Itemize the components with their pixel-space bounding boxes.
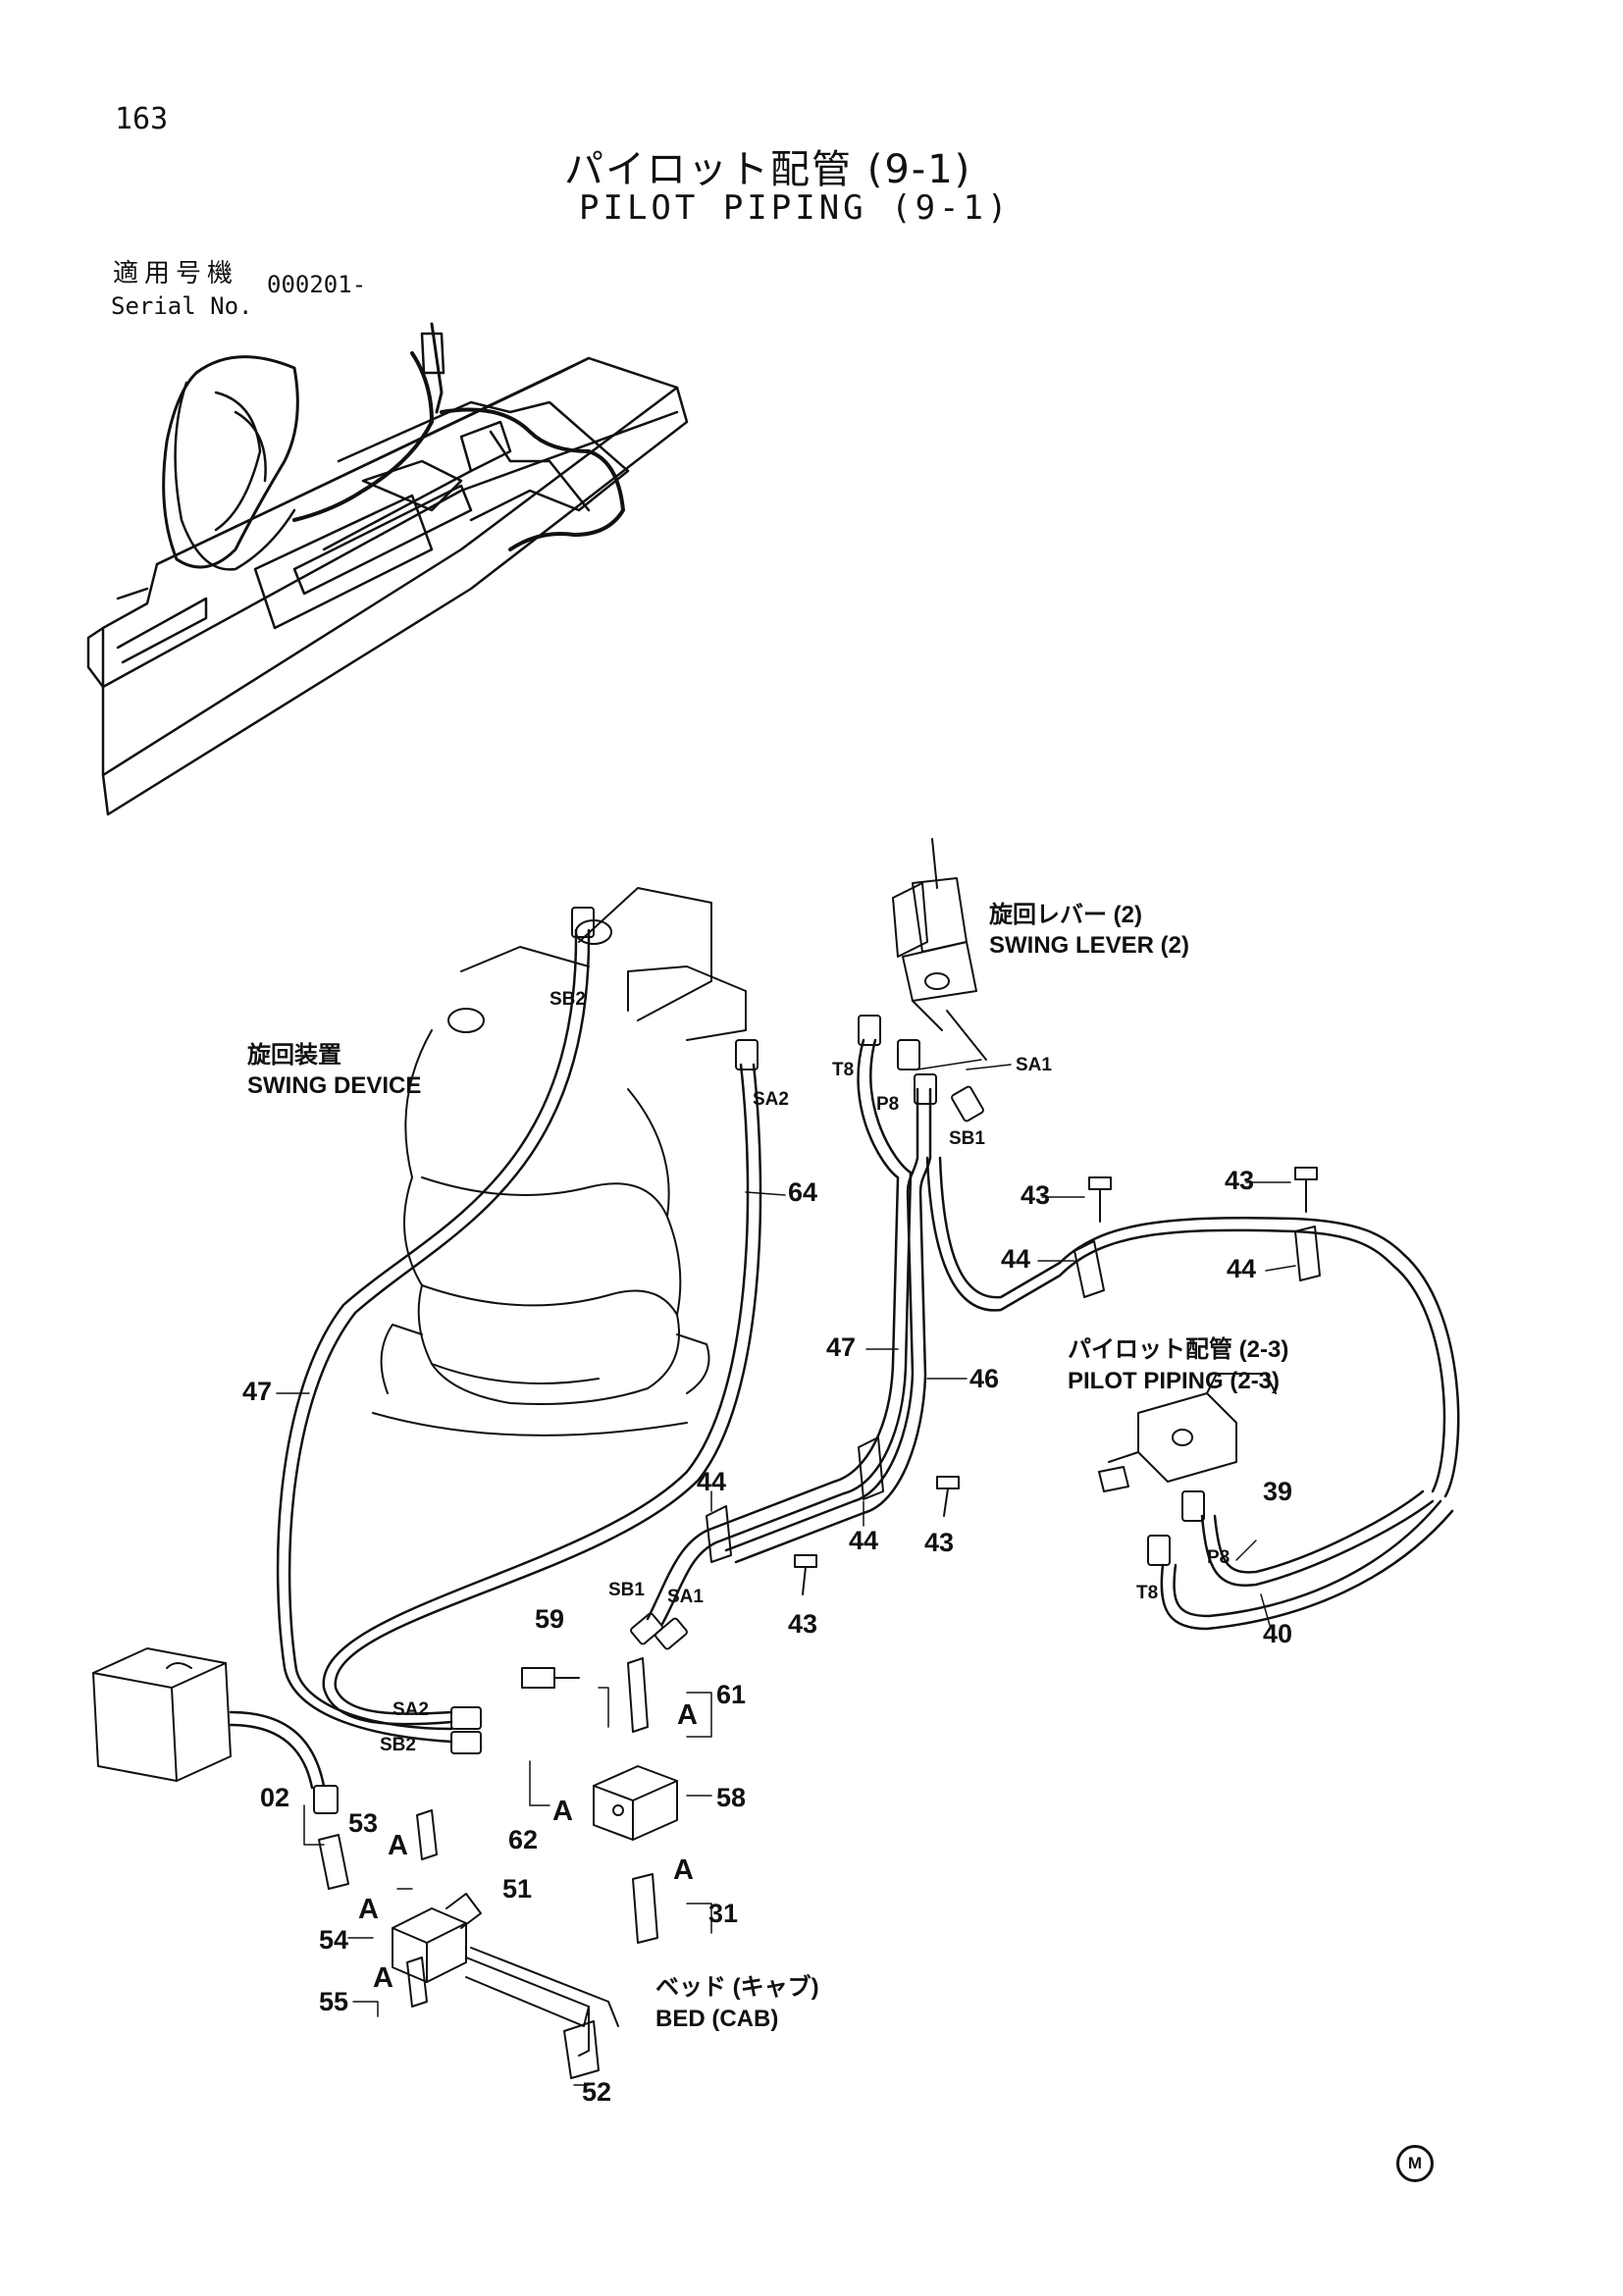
assembly-mark-a-55: A (373, 1962, 393, 1994)
port-label-sb1-bottom: SB1 (608, 1580, 645, 1600)
swing-lever-label-en: SWING LEVER (2) (989, 932, 1190, 959)
assembly-mark-a-54: A (358, 1894, 379, 1925)
callout-64: 64 (788, 1177, 818, 1207)
assembly-mark-a-53: A (388, 1830, 408, 1861)
port-label-p8-top: P8 (876, 1094, 900, 1115)
callout-53: 53 (348, 1808, 379, 1838)
swing-device-label-en: SWING DEVICE (247, 1072, 422, 1099)
clamps-and-bolts (521, 1167, 1321, 1689)
bed-cab-label-jp: ベッド (キャブ) (655, 1974, 819, 2001)
fittings (313, 907, 1205, 1814)
callout-55: 55 (319, 1987, 349, 2016)
port-label-sb1-top: SB1 (949, 1128, 985, 1149)
page-number: 163 (115, 102, 169, 136)
port-label-sb2-bottom: SB2 (380, 1735, 416, 1755)
callout-52: 52 (582, 2077, 612, 2107)
callout-44-d: 44 (849, 1526, 879, 1555)
port-label-sa1-top: SA1 (1016, 1055, 1052, 1075)
title-english: PILOT PIPING (9-1) (579, 188, 1012, 228)
callout-46: 46 (969, 1364, 1000, 1393)
callout-54: 54 (319, 1925, 349, 1955)
leader-lines (276, 1059, 1296, 2086)
bed-cab-sketch (465, 1947, 619, 2079)
overview-frame-sketch (86, 322, 689, 816)
port-label-sa2-top: SA2 (753, 1089, 789, 1110)
pipe-64 (322, 1063, 762, 1726)
pipe-46 (724, 1087, 932, 1564)
valve-blocks (318, 1657, 678, 2008)
callout-58: 58 (716, 1783, 747, 1812)
bed-cab-label-en: BED (CAB) (655, 2006, 779, 2032)
callout-61: 61 (716, 1680, 747, 1709)
port-label-t8-right: T8 (1136, 1583, 1159, 1603)
pipe-47-left (276, 928, 591, 1744)
callout-44-a: 44 (1001, 1244, 1031, 1274)
serial-label-english: Serial No. (111, 292, 253, 320)
callout-31: 31 (708, 1899, 739, 1928)
callout-51: 51 (502, 1874, 533, 1904)
pipe-02 (229, 1710, 326, 1790)
port-label-sa2-bottom: SA2 (393, 1699, 429, 1720)
assembly-mark-a-62: A (552, 1796, 573, 1827)
callout-43-d: 43 (788, 1609, 818, 1639)
swing-device-sketch (372, 887, 747, 1436)
pipe-40 (1160, 1499, 1454, 1631)
pipe-loop-right (925, 1156, 1460, 1498)
callout-43-c: 43 (924, 1528, 955, 1557)
serial-label-japanese: 適用号機 (113, 259, 239, 288)
port-label-sb2-top: SB2 (550, 989, 586, 1010)
callout-62: 62 (508, 1825, 539, 1854)
callout-39: 39 (1263, 1477, 1293, 1506)
tank-sketch (92, 1647, 232, 1782)
pipe-39 (1200, 1489, 1435, 1587)
swing-device-label-jp: 旋回装置 (247, 1042, 341, 1069)
callout-40: 40 (1263, 1619, 1293, 1648)
callout-02: 02 (260, 1783, 290, 1812)
serial-number-value: 000201- (267, 271, 367, 298)
swing-lever-label-jp: 旋回レバー (2) (989, 902, 1142, 928)
swing-lever-valve-sketch (892, 838, 987, 1061)
assembly-mark-a-61: A (677, 1699, 698, 1731)
circled-m-mark: M (1396, 2145, 1434, 2182)
pilot-piping-2-3-label-jp: パイロット配管 (2-3) (1068, 1336, 1289, 1363)
pipe-47-right (646, 1038, 913, 1626)
port-label-sa1-bottom: SA1 (667, 1587, 704, 1607)
pilot-piping-2-3-label-en: PILOT PIPING (2-3) (1068, 1368, 1281, 1394)
callout-43-a: 43 (1021, 1180, 1051, 1210)
callout-44-b: 44 (1227, 1254, 1257, 1283)
port-label-t8-top: T8 (832, 1060, 855, 1080)
callout-44-c: 44 (697, 1467, 727, 1496)
title-japanese: パイロット配管 (9-1) (564, 147, 972, 192)
pilot-valve-2-3-sketch (1098, 1373, 1277, 1492)
callout-43-b: 43 (1225, 1166, 1255, 1195)
callout-47-right: 47 (826, 1332, 857, 1362)
assembly-mark-a-31: A (673, 1854, 694, 1886)
port-label-p8-right: P8 (1207, 1547, 1230, 1568)
callout-59: 59 (535, 1604, 565, 1634)
callout-47-left: 47 (242, 1377, 273, 1406)
